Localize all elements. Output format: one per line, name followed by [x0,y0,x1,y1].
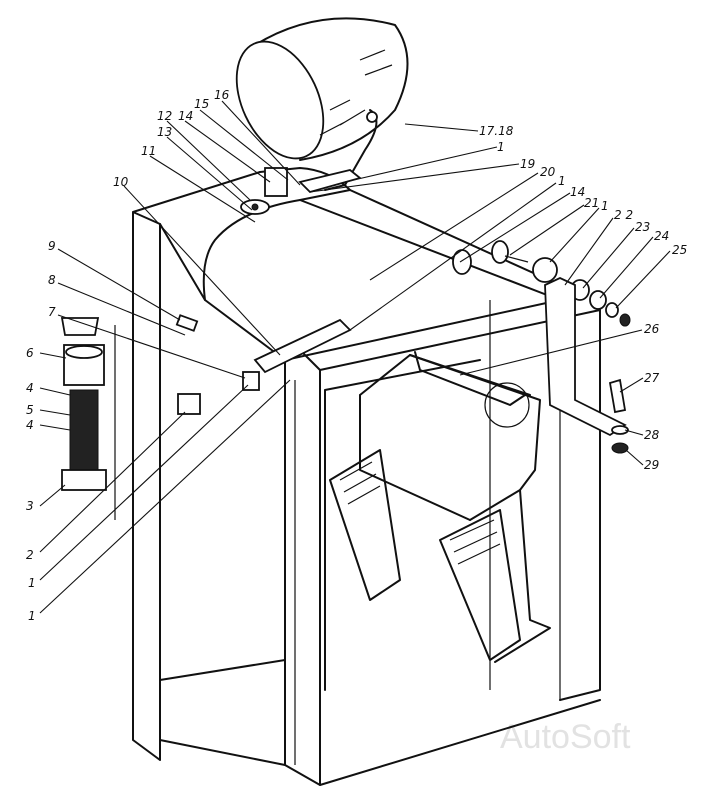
label-26: 26 [644,322,660,336]
label-24: 24 [654,229,669,243]
label-10: 10 [113,175,129,189]
bracket-hardware [452,240,631,454]
label-25: 25 [672,243,687,257]
label-3: 3 [26,499,34,513]
label-12: 12 [157,109,172,123]
seat-frame [329,351,551,663]
label-23: 23 [635,220,650,234]
label-1-mid: 1 [558,174,566,188]
label-7: 7 [48,305,56,319]
label-20: 20 [540,165,556,179]
label-2: 2 [26,548,34,562]
label-15: 15 [194,97,209,111]
label-4: 4 [26,381,34,395]
socket-part [177,393,201,415]
label-13: 13 [157,125,172,139]
connector-part [175,314,199,332]
bracket-part [253,318,352,374]
switch-part [264,167,288,197]
label-19: 19 [520,157,535,171]
label-27: 27 [644,371,660,385]
label-1-left-a: 1 [28,576,36,590]
label-1-top: 1 [497,140,505,154]
label-1-left-b: 1 [28,609,36,623]
label-5: 5 [26,403,34,417]
label-17-18: 17.18 [479,124,514,138]
headlamp [235,17,409,194]
part-labels: 16 15 14 12 13 11 10 9 8 7 6 4 5 4 3 2 1… [26,88,687,623]
label-16: 16 [214,88,230,102]
label-8: 8 [48,273,56,287]
label-22: 2 2 [614,208,633,222]
label-6: 6 [26,346,34,360]
label-29: 29 [644,458,659,472]
label-21: 21 [584,196,599,210]
label-1-right: 1 [601,199,609,213]
label-9: 9 [48,239,56,253]
label-4-lower: 4 [26,418,34,432]
label-14-right: 14 [570,185,585,199]
label-11: 11 [141,144,156,158]
label-28: 28 [644,428,660,442]
leader-lines [39,100,671,614]
plug-assembly [60,317,116,520]
label-14: 14 [178,109,193,123]
